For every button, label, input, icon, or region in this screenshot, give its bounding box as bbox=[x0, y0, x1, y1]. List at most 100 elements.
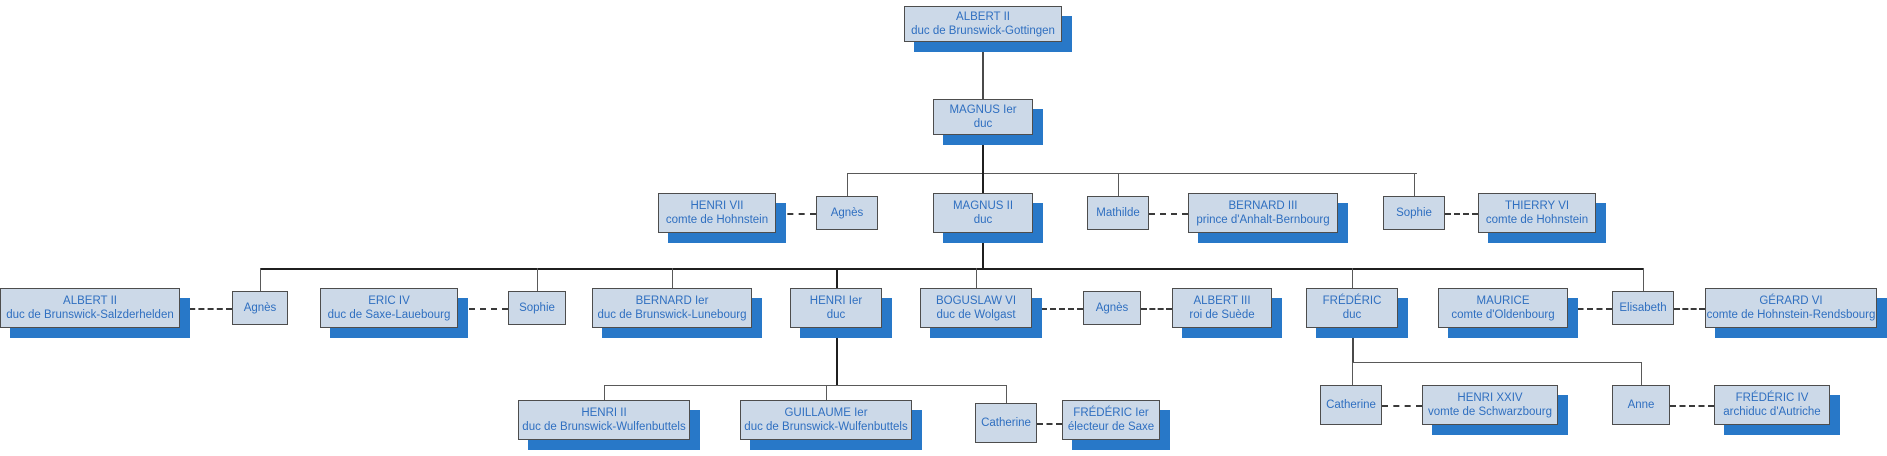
node-label-secondary: duc de Brunswick-Wulfenbuttels bbox=[744, 421, 908, 433]
node-label-primary: BOGUSLAW VI bbox=[935, 294, 1017, 307]
person-node[interactable]: Agnès bbox=[232, 291, 288, 325]
node-label-primary: ALBERT III bbox=[1193, 294, 1251, 307]
node-label-primary: GÉRARD VI bbox=[1759, 294, 1823, 307]
node-box[interactable]: Agnès bbox=[816, 196, 878, 230]
node-box[interactable]: Sophie bbox=[508, 291, 566, 325]
marriage-link bbox=[458, 308, 508, 310]
node-box[interactable]: Mathilde bbox=[1087, 196, 1149, 230]
drop-row4-bernard1 bbox=[672, 268, 673, 288]
node-box[interactable]: ALBERT II duc de Brunswick-Salzderhelden bbox=[0, 288, 180, 328]
node-label-primary: Agnès bbox=[1095, 301, 1129, 314]
drop-row4-frederic bbox=[1352, 268, 1353, 288]
person-node[interactable]: Elisabeth bbox=[1612, 291, 1674, 325]
node-label-secondary: duc de Brunswick-Gottingen bbox=[911, 25, 1055, 37]
person-node[interactable]: Sophie bbox=[508, 291, 566, 325]
marriage-link bbox=[1568, 308, 1612, 310]
node-box[interactable]: MAGNUS II duc bbox=[933, 193, 1033, 233]
node-label-secondary: duc bbox=[973, 118, 993, 130]
person-node[interactable]: GÉRARD VI comte de Hohnstein-Rendsbourg bbox=[1705, 288, 1887, 338]
node-box[interactable]: ALBERT III roi de Suède bbox=[1172, 288, 1272, 328]
person-node[interactable]: Agnès bbox=[1083, 291, 1141, 325]
person-node[interactable]: BERNARD III prince d'Anhalt-Bernbourg bbox=[1188, 193, 1348, 243]
node-label-secondary: archiduc d'Autriche bbox=[1723, 406, 1821, 418]
marriage-link bbox=[1037, 423, 1062, 425]
drop-row3-mathilde bbox=[1118, 173, 1119, 196]
node-box[interactable]: Catherine bbox=[975, 403, 1037, 443]
marriage-link bbox=[1149, 213, 1188, 215]
node-box[interactable]: Agnès bbox=[232, 291, 288, 325]
person-node[interactable]: Anne bbox=[1612, 385, 1670, 425]
node-label-secondary: duc bbox=[1342, 309, 1362, 321]
node-label-primary: Sophie bbox=[519, 301, 555, 314]
drop-row5-henri2 bbox=[604, 385, 605, 400]
node-label-primary: MAGNUS II bbox=[952, 199, 1014, 212]
person-node[interactable]: Agnès bbox=[816, 196, 878, 230]
marriage-link bbox=[1141, 308, 1172, 310]
node-label-secondary: roi de Suède bbox=[1189, 309, 1255, 321]
node-label-primary: Sophie bbox=[1396, 206, 1432, 219]
node-box[interactable]: Sophie bbox=[1383, 196, 1445, 230]
node-label-secondary: comte de Hohnstein-Rendsbourg bbox=[1706, 309, 1876, 321]
person-node[interactable]: Catherine bbox=[1320, 385, 1382, 425]
node-box[interactable]: Catherine bbox=[1320, 385, 1382, 425]
node-label-secondary: vomte de Schwarzbourg bbox=[1427, 406, 1552, 418]
node-label-primary: BERNARD III bbox=[1228, 199, 1298, 212]
node-box[interactable]: Anne bbox=[1612, 385, 1670, 425]
marriage-link bbox=[1674, 308, 1705, 310]
node-label-secondary: comte d'Oldenbourg bbox=[1451, 309, 1555, 321]
person-node[interactable]: Sophie bbox=[1383, 196, 1445, 230]
marriage-link bbox=[1670, 405, 1714, 407]
person-node[interactable]: Catherine bbox=[975, 403, 1037, 443]
person-node[interactable]: MAGNUS II duc bbox=[933, 193, 1043, 243]
node-label-secondary: prince d'Anhalt-Bernbourg bbox=[1196, 214, 1330, 226]
drop-row3-magnus2 bbox=[982, 173, 984, 193]
node-label-secondary: duc de Brunswick-Lunebourg bbox=[597, 309, 747, 321]
drop-row4-sophie bbox=[537, 268, 538, 291]
person-node[interactable]: Mathilde bbox=[1087, 196, 1149, 230]
person-node[interactable]: ALBERT III roi de Suède bbox=[1172, 288, 1282, 338]
node-label-secondary: duc de Brunswick-Salzderhelden bbox=[6, 309, 174, 321]
node-box[interactable]: BERNARD III prince d'Anhalt-Bernbourg bbox=[1188, 193, 1338, 233]
node-box[interactable]: GÉRARD VI comte de Hohnstein-Rendsbourg bbox=[1705, 288, 1877, 328]
person-node[interactable]: ALBERT II duc de Brunswick-Salzderhelden bbox=[0, 288, 190, 338]
node-box[interactable]: Elisabeth bbox=[1612, 291, 1674, 325]
node-label-primary: ERIC IV bbox=[368, 294, 410, 307]
node-label-secondary: duc bbox=[973, 214, 993, 226]
node-label-primary: Elisabeth bbox=[1619, 301, 1667, 314]
node-label-primary: ALBERT II bbox=[63, 294, 117, 307]
drop-row3-sophie bbox=[1414, 173, 1415, 196]
node-box[interactable]: Agnès bbox=[1083, 291, 1141, 325]
bus-row4 bbox=[260, 268, 1643, 270]
